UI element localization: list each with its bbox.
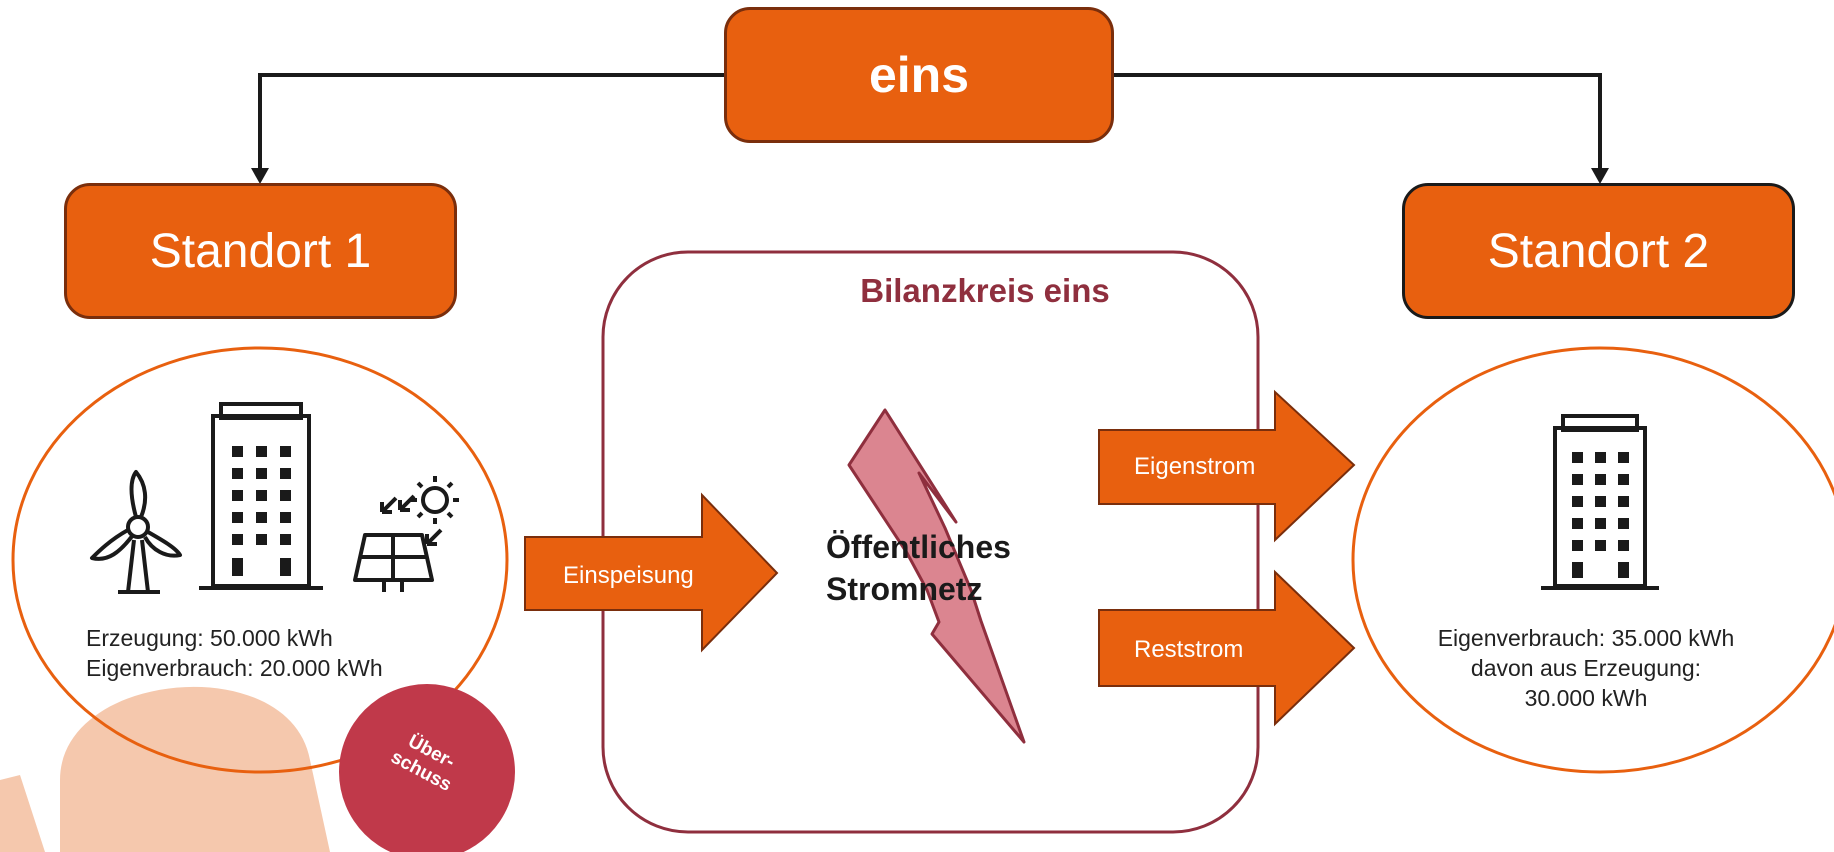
stromnetz-line1: Öffentliches — [826, 529, 1011, 565]
solar-panel-icon — [353, 476, 459, 592]
connector-left — [258, 73, 724, 172]
standort2-line3: 30.000 kWh — [1524, 685, 1648, 711]
decor-peach-blob — [60, 686, 330, 852]
office-building-icon-2 — [1541, 414, 1659, 590]
einspeisung-label: Einspeisung — [563, 562, 694, 589]
reststrom-arrow — [1098, 569, 1356, 727]
standort2-line2: davon aus Erzeugung: — [1470, 655, 1702, 681]
standort2-circle — [1351, 346, 1834, 774]
connector-right-arrowhead — [1591, 168, 1609, 184]
standort2-label: Standort 2 — [1487, 224, 1710, 278]
stromnetz-label: Öffentliches Stromnetz — [826, 526, 1011, 610]
standort2-box: Standort 2 — [1402, 183, 1795, 319]
standort1-circle — [11, 346, 509, 774]
erzeugung-text: Erzeugung: 50.000 kWh — [86, 625, 333, 651]
office-building-icon-1 — [199, 402, 323, 590]
lightning-bolt-icon — [847, 408, 1026, 744]
standort1-label: Standort 1 — [149, 224, 372, 278]
bilanzkreis-title: Bilanzkreis eins — [860, 272, 1110, 309]
top-box-label: eins — [868, 47, 970, 103]
einspeisung-arrow — [524, 492, 779, 653]
standort1-stats: Erzeugung: 50.000 kWh Eigenverbrauch: 20… — [86, 623, 383, 683]
standort1-box: Standort 1 — [64, 183, 457, 319]
eigenstrom-arrow — [1098, 389, 1356, 543]
eigenverbrauch-text: Eigenverbrauch: 20.000 kWh — [86, 655, 383, 681]
ueberschuss-badge — [339, 684, 515, 852]
standort2-stats: Eigenverbrauch: 35.000 kWh davon aus Erz… — [1376, 623, 1796, 713]
top-box-eins: eins — [724, 7, 1114, 143]
standort2-line1: Eigenverbrauch: 35.000 kWh — [1437, 625, 1735, 651]
stromnetz-line2: Stromnetz — [826, 571, 983, 607]
connector-right — [1114, 73, 1602, 172]
eigenstrom-label: Eigenstrom — [1134, 453, 1256, 480]
connector-left-arrowhead — [251, 168, 269, 184]
wind-turbine-icon — [90, 470, 182, 594]
decor-peach-stripe — [0, 775, 45, 852]
reststrom-label: Reststrom — [1134, 636, 1244, 663]
